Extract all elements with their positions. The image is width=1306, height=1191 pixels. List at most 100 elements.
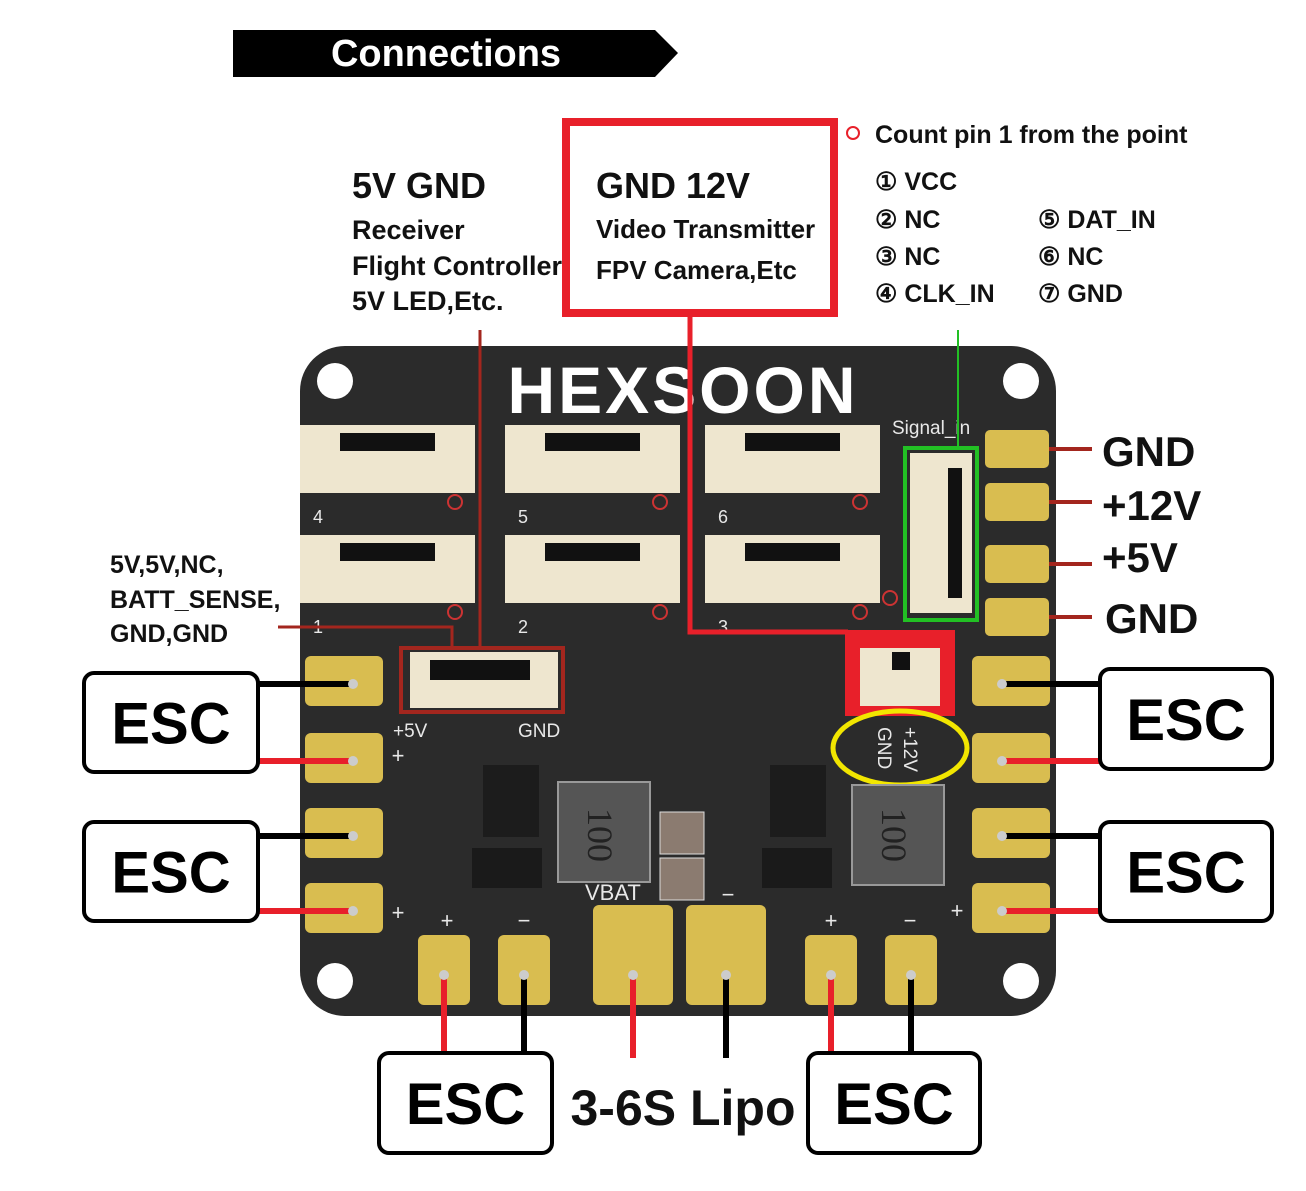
minus-sign: − (904, 908, 917, 933)
capacitor (659, 857, 705, 901)
pin-3: ③ NC (875, 243, 940, 271)
solder-pad (985, 545, 1049, 583)
inductor (557, 781, 651, 883)
connector-slot (340, 433, 435, 451)
pin1-dot (852, 604, 868, 620)
esc-label: ESC (1126, 688, 1245, 753)
silk-gnd: GND (518, 721, 560, 742)
ic-chip (770, 765, 826, 837)
inductor-label: 100 (874, 808, 914, 862)
esc-box (1098, 667, 1274, 771)
wire-joint (997, 831, 1007, 841)
connector-number: 5 (518, 507, 528, 527)
connector-slot (545, 543, 640, 561)
wire-joint (348, 756, 358, 766)
plus-sign: + (441, 908, 454, 933)
mount-hole (1003, 963, 1039, 999)
five-v-line: Receiver (352, 215, 465, 245)
diode (762, 848, 832, 888)
batt-note-line: 5V,5V,NC, (110, 551, 224, 579)
esc-box (82, 671, 260, 774)
signal-in-label: Signal_in (892, 418, 970, 439)
title-banner (233, 30, 678, 77)
pin-note: Count pin 1 from the point (875, 121, 1188, 149)
connector-number: 2 (518, 617, 528, 637)
wire-joint (906, 970, 916, 980)
connector-slot (545, 433, 640, 451)
solder-pad (593, 905, 673, 1005)
twelve-v-line: FPV Camera,Etc (596, 255, 797, 285)
wire-joint (628, 970, 638, 980)
pad-label-gnd: GND (1102, 428, 1195, 475)
pad-label-gnd: GND (1105, 595, 1198, 642)
connector-slot (340, 543, 435, 561)
esc-label: ESC (1126, 841, 1245, 906)
signal-in-connector[interactable] (910, 453, 972, 613)
minus-sign: − (518, 908, 531, 933)
wire-joint (997, 679, 1007, 689)
pin-2: ② NC (875, 206, 940, 234)
connector-slot (745, 433, 840, 451)
silk-plus12v: +12V (899, 727, 920, 772)
batt-note-line: BATT_SENSE, (110, 586, 280, 614)
batt-note-leader (278, 625, 454, 648)
wire-joint (519, 970, 529, 980)
five-v-title: 5V GND (352, 165, 486, 206)
wire-joint (826, 970, 836, 980)
twelve-v-box (562, 118, 838, 317)
plus-sign: + (392, 743, 405, 768)
pin1-dot (882, 590, 898, 606)
solder-pad (985, 430, 1049, 468)
pin1-marker-icon (846, 126, 860, 140)
wire-joint (348, 831, 358, 841)
brand-logo: HEXSOON (507, 353, 858, 427)
connector-slot (430, 660, 530, 680)
wire-joint (721, 970, 731, 980)
esc-label: ESC (111, 841, 230, 906)
pin-6: ⑥ NC (1038, 243, 1103, 271)
solder-pad (686, 905, 766, 1005)
wire-joint (348, 906, 358, 916)
twelve-v-leader (687, 316, 848, 635)
esc-box (806, 1051, 982, 1155)
mount-hole (317, 363, 353, 399)
pin1-dot (447, 494, 463, 510)
twelve-v-title: GND 12V (596, 165, 750, 206)
plus-sign: + (951, 898, 964, 923)
esc-box (1098, 820, 1274, 923)
esc-label: ESC (111, 692, 230, 757)
plus-sign: + (825, 908, 838, 933)
batt-note-line: GND,GND (110, 620, 228, 648)
wire-joint (439, 970, 449, 980)
connector-slot (892, 652, 910, 670)
solder-pad (985, 598, 1049, 636)
pin1-dot (852, 494, 868, 510)
wire-joint (997, 906, 1007, 916)
page-title: Connections (331, 33, 561, 75)
connector-number: 3 (718, 617, 728, 637)
ic-chip (483, 765, 539, 837)
wire-joint (348, 679, 358, 689)
esc-label: ESC (406, 1072, 525, 1137)
five-v-line: 5V LED,Etc. (352, 286, 504, 316)
connector-number: 6 (718, 507, 728, 527)
pin1-dot (652, 494, 668, 510)
plus-sign: + (392, 900, 405, 925)
pad-label-12v: +12V (1102, 482, 1201, 529)
esc-box (377, 1051, 554, 1155)
pin-1: ① VCC (875, 168, 957, 196)
diode (472, 848, 542, 888)
inductor (851, 784, 945, 886)
pin1-dot (652, 604, 668, 620)
battery-label: 3-6S Lipo (570, 1080, 795, 1136)
five-v-highlight (399, 646, 565, 714)
solder-pad (985, 483, 1049, 521)
mount-hole (317, 963, 353, 999)
connector-number: 4 (313, 507, 323, 527)
signal-in-slot (948, 468, 962, 598)
twelve-v-line: Video Transmitter (596, 214, 815, 244)
silk-gnd: GND (873, 727, 894, 769)
mount-hole (1003, 363, 1039, 399)
silk-vbat: VBAT (585, 880, 641, 905)
